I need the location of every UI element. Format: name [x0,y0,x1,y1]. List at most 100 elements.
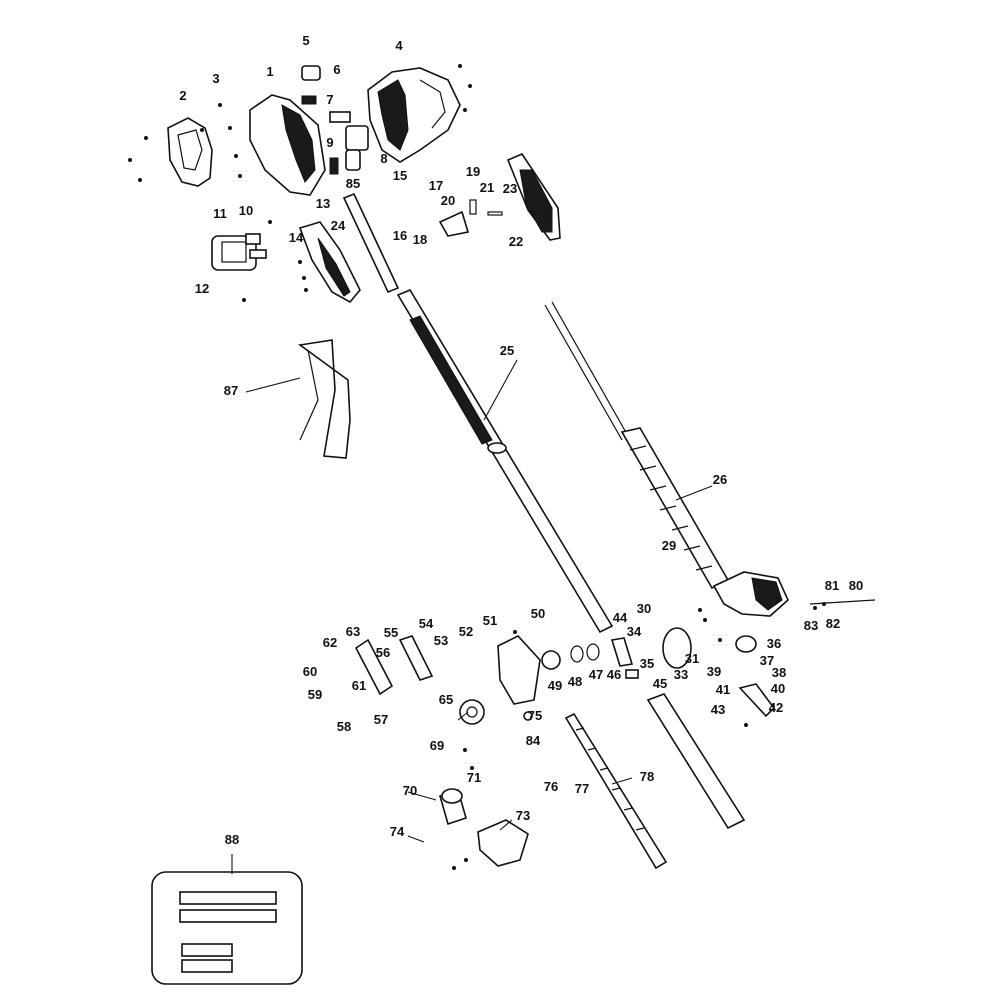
housing-half-right [167,117,213,187]
callout-49: 49 [548,678,562,693]
callout-84: 84 [526,733,541,748]
callout-73: 73 [516,808,530,823]
callout-20: 20 [441,193,455,208]
callout-9: 9 [326,135,333,150]
callout-12: 12 [195,281,209,296]
callout-8: 8 [380,151,387,166]
callout-38: 38 [772,665,786,680]
callout-50: 50 [531,606,545,621]
callout-labels: 1234567891011121314151617181920212223242… [179,33,863,847]
callout-24: 24 [331,218,346,233]
callout-40: 40 [771,681,785,696]
switch-assembly [301,65,369,175]
callout-55: 55 [384,625,398,640]
callout-54: 54 [419,616,434,631]
callout-75: 75 [528,708,542,723]
callout-33: 33 [674,667,688,682]
callout-88: 88 [225,832,239,847]
handle-bracket [298,221,361,304]
callout-78: 78 [640,769,654,784]
callout-52: 52 [459,624,473,639]
callout-53: 53 [434,633,448,648]
lower-handle [354,635,639,725]
callout-59: 59 [308,687,322,702]
callout-39: 39 [707,664,721,679]
callout-26: 26 [713,472,727,487]
label-sheet [151,871,303,985]
callout-76: 76 [544,779,558,794]
callout-82: 82 [826,616,840,631]
callout-48: 48 [568,674,582,689]
callout-65: 65 [439,692,453,707]
callout-14: 14 [289,230,304,245]
trigger-parts [438,153,561,241]
callout-3: 3 [212,71,219,86]
callout-56: 56 [376,645,390,660]
callout-61: 61 [352,678,366,693]
callout-44: 44 [613,610,628,625]
leader-lines [231,359,713,874]
callout-77: 77 [575,781,589,796]
callout-83: 83 [804,618,818,633]
callout-58: 58 [337,719,351,734]
callout-60: 60 [303,664,317,679]
callout-2: 2 [179,88,186,103]
callout-16: 16 [393,228,407,243]
callout-17: 17 [429,178,443,193]
callout-69: 69 [430,738,444,753]
callout-1: 1 [266,64,273,79]
callout-4: 4 [395,38,403,53]
callout-22: 22 [509,234,523,249]
callout-36: 36 [767,636,781,651]
callout-10: 10 [239,203,253,218]
callout-18: 18 [413,232,427,247]
cover-plate [367,67,461,163]
callout-81: 81 [825,578,839,593]
callout-87: 87 [224,383,238,398]
screws [128,64,826,870]
callout-80: 80 [849,578,863,593]
callout-25: 25 [500,343,514,358]
callout-21: 21 [480,180,494,195]
callout-62: 62 [323,635,337,650]
blade-guard-plate [439,788,529,867]
callout-63: 63 [346,624,360,639]
drive-shaft [544,301,730,590]
callout-13: 13 [316,196,330,211]
callout-29: 29 [662,538,676,553]
callout-70: 70 [403,783,417,798]
callout-51: 51 [483,613,497,628]
callout-6: 6 [333,62,340,77]
blade-guard [646,693,746,830]
callout-7: 7 [326,92,333,107]
shoulder-strap [297,339,351,459]
upper-tube [342,192,400,294]
callout-19: 19 [466,164,480,179]
callout-57: 57 [374,712,388,727]
callout-46: 46 [607,667,621,682]
callout-23: 23 [503,181,517,196]
callout-37: 37 [760,653,774,668]
battery-pack [211,233,267,271]
gear-head [662,571,876,718]
callout-30: 30 [637,601,651,616]
callout-71: 71 [467,770,481,785]
blade [564,712,668,870]
callout-41: 41 [716,682,730,697]
callout-31: 31 [685,651,699,666]
callout-43: 43 [711,702,725,717]
callout-47: 47 [589,667,603,682]
main-shaft [396,288,614,634]
callout-45: 45 [653,676,667,691]
housing-half-left [249,94,326,196]
callout-15: 15 [393,168,407,183]
callout-35: 35 [640,656,654,671]
callout-74: 74 [390,824,405,839]
callout-5: 5 [302,33,309,48]
callout-11: 11 [213,206,227,221]
callout-85: 85 [346,176,360,191]
callout-34: 34 [627,624,642,639]
callout-42: 42 [769,700,783,715]
